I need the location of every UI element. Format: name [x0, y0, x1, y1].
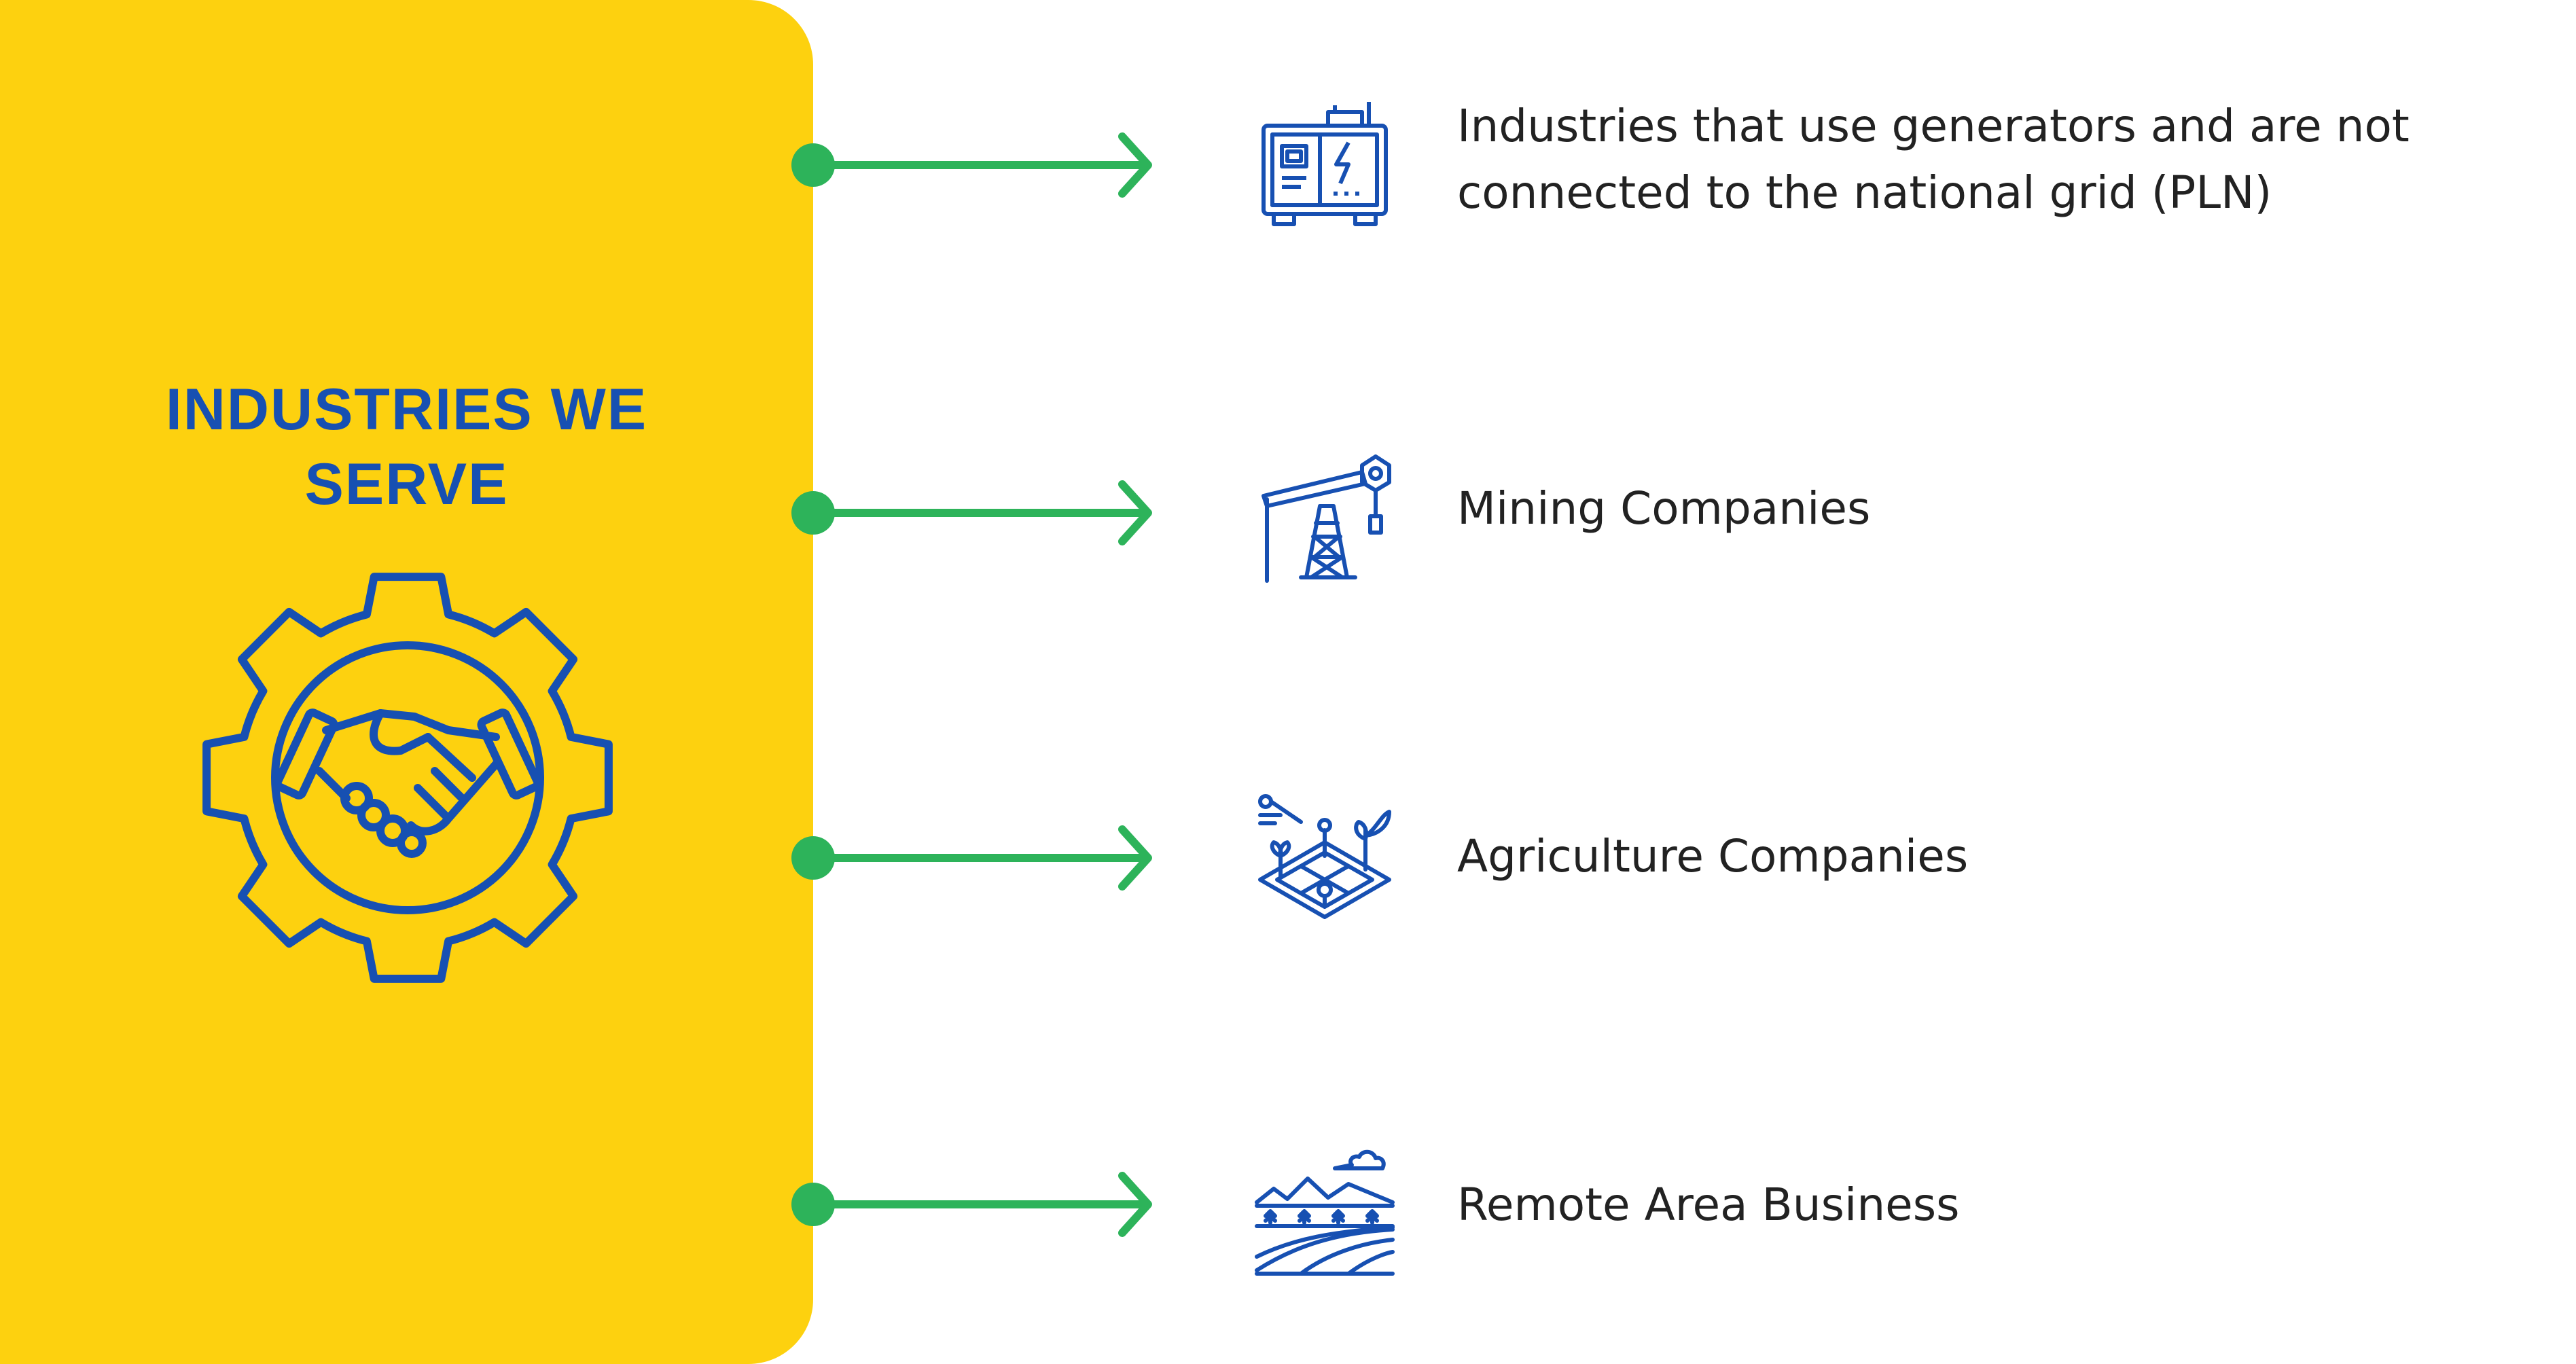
item-label-generators-line-1: Industries that use generators and are n…: [1457, 100, 2410, 152]
connector-dot-3: [791, 836, 835, 880]
connector-arrowhead-2: [1118, 480, 1152, 545]
connector-arrowhead-1: [1118, 132, 1152, 198]
oil-pump-icon: [1262, 454, 1391, 583]
connector-dot-4: [791, 1183, 835, 1226]
item-label-agriculture: Agriculture Companies: [1457, 823, 2544, 890]
connector-dot-1: [791, 143, 835, 187]
item-label-agriculture-line-1: Agriculture Companies: [1457, 830, 1969, 882]
item-label-remote-area-line-1: Remote Area Business: [1457, 1179, 1960, 1231]
item-label-remote-area: Remote Area Business: [1457, 1172, 2544, 1238]
connector-arrowhead-3: [1118, 825, 1152, 891]
generator-icon: [1262, 102, 1388, 226]
panel-title-line-1: INDUSTRIES WE: [165, 377, 648, 442]
industries-panel: INDUSTRIES WE SERVE: [0, 0, 813, 1364]
gear-handshake-icon: [202, 573, 613, 983]
rural-landscape-icon: [1255, 1149, 1395, 1276]
item-label-mining: Mining Companies: [1457, 475, 2544, 542]
connector-arrowhead-4: [1118, 1172, 1152, 1237]
item-label-generators-line-2: connected to the national grid (PLN): [1457, 166, 2272, 219]
panel-title: INDUSTRIES WE SERVE: [0, 372, 813, 522]
panel-title-line-2: SERVE: [304, 452, 509, 517]
item-label-generators: Industries that use generators and are n…: [1457, 93, 2544, 226]
smart-farm-icon: [1258, 794, 1391, 919]
connector-dot-2: [791, 491, 835, 535]
item-label-mining-line-1: Mining Companies: [1457, 482, 1871, 535]
